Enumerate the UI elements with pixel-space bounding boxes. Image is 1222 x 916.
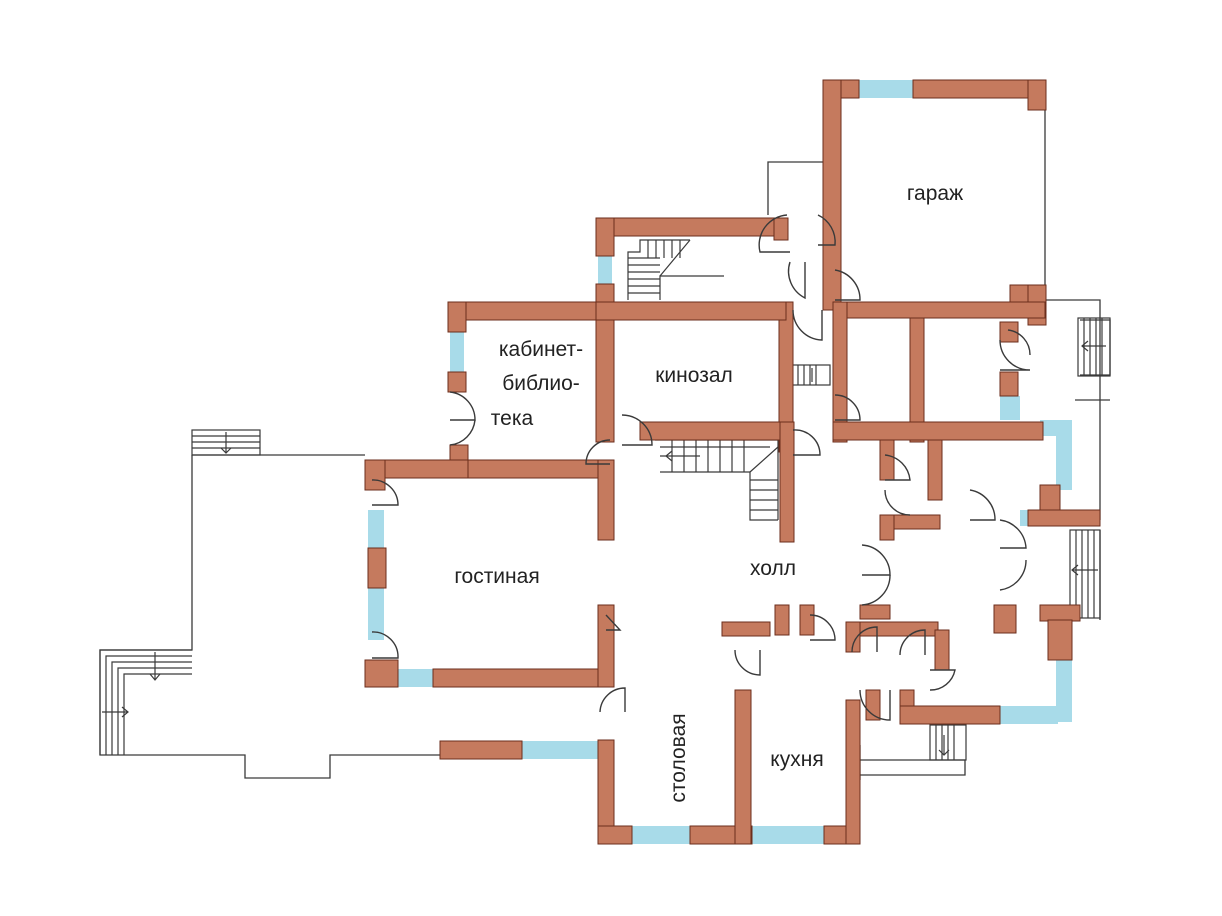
room-label-study-line1: кабинет- (499, 338, 583, 361)
room-label-study-line2: библио- (502, 372, 580, 395)
stair-right-mid (1069, 529, 1101, 619)
room-label-cinema: кинозал (655, 364, 733, 387)
stair-corridor (791, 364, 831, 386)
room-label-garage: гараж (907, 182, 963, 205)
stair-right-top (1077, 317, 1111, 377)
room-labels: гараж кабинет- библио- тека кинозал гост… (454, 182, 963, 803)
stairs (99, 239, 1111, 761)
stair-terrace-left (99, 649, 192, 755)
room-label-dining: столовая (667, 713, 690, 802)
stair-upper-well (627, 239, 724, 300)
doors (371, 214, 1031, 721)
room-label-living: гостиная (454, 565, 539, 588)
room-label-study-line3: тека (491, 407, 534, 430)
room-label-kitchen: кухня (770, 748, 823, 771)
walls (364, 79, 1101, 845)
room-label-hall: холл (750, 557, 796, 580)
stair-terrace-top (191, 429, 261, 456)
stair-right-bottom (929, 724, 967, 761)
stair-hall (655, 439, 779, 521)
